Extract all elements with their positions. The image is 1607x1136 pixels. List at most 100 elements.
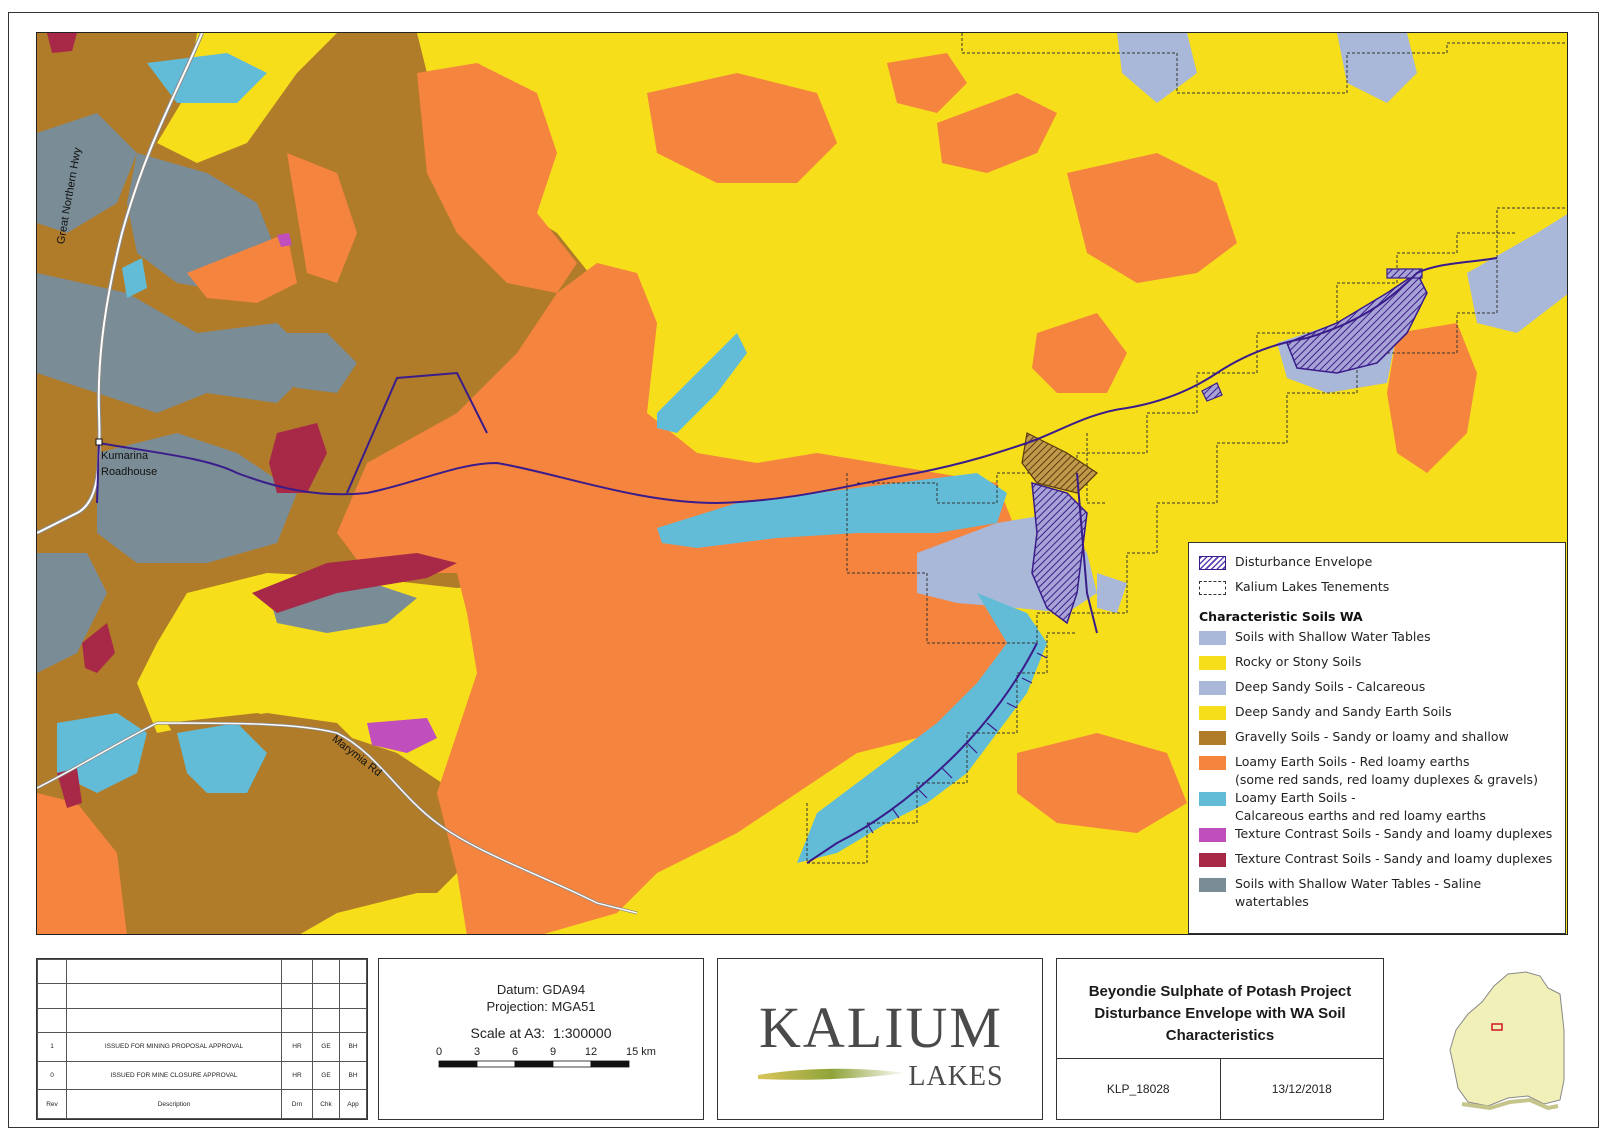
soil-loamy-red-ne3: [937, 93, 1057, 173]
soil-saline-5: [37, 553, 107, 673]
legend-swatch-soil: [1199, 792, 1226, 806]
soil-loamy-red-north: [417, 63, 577, 293]
soil-texture-pink-2: [277, 233, 292, 247]
town-label-line2: Roadhouse: [101, 466, 158, 478]
legend-label-line2: Calcareous earths and red loamy earths: [1235, 808, 1486, 823]
scale-bar-segment: [476, 1060, 516, 1068]
scale-tick-label: 12: [585, 1046, 597, 1058]
legend-swatch-soil: [1199, 731, 1226, 745]
legend-label-line1: Loamy Earth Soils -: [1235, 790, 1356, 805]
legend-row-soil: Deep Sandy and Sandy Earth Soils: [1199, 703, 1557, 728]
legend-label-line1: Texture Contrast Soils - Sandy and loamy…: [1235, 851, 1553, 866]
town-label: Kumarina Roadhouse: [101, 448, 157, 480]
legend-swatch-soil: [1199, 756, 1226, 770]
legend-label-soil: Deep Sandy Soils - Calcareous: [1235, 678, 1425, 696]
disturbance-envelope-main: [1286, 271, 1428, 374]
legend-row-soil: Texture Contrast Soils - Sandy and loamy…: [1199, 850, 1557, 875]
legend-label-line1: Loamy Earth Soils - Red loamy earths: [1235, 754, 1470, 769]
legend-swatch-soil: [1199, 878, 1226, 892]
revision-row-1: 1 ISSUED FOR MINING PROPOSAL APPROVAL HR…: [37, 1031, 367, 1062]
project-location-marker: [1491, 1023, 1503, 1031]
datum-text: Datum: GDA94: [496, 982, 586, 997]
soil-loamy-red-e2: [1387, 323, 1477, 473]
legend-label-disturbance: Disturbance Envelope: [1235, 554, 1373, 569]
title-block: Beyondie Sulphate of Potash Project Dist…: [1056, 958, 1384, 1120]
soil-loamy-red-sw: [37, 793, 127, 934]
legend-row-tenements: Kalium Lakes Tenements: [1199, 578, 1557, 603]
soil-texture-crimson-1: [269, 423, 327, 493]
legend-label-line1: Soils with Shallow Water Tables: [1235, 629, 1431, 644]
legend-label-soil: Soils with Shallow Water Tables: [1235, 628, 1431, 646]
soil-loamy-red-ne4: [1067, 153, 1237, 283]
drn-header: Drn: [281, 1089, 313, 1119]
soil-loamy-calc-n: [657, 333, 747, 433]
map-legend: Disturbance Envelope Kalium Lakes Teneme…: [1188, 542, 1566, 934]
revision-row-0: 0 ISSUED FOR MINE CLOSURE APPROVAL HR GE…: [37, 1060, 367, 1091]
rev-drn: HR: [281, 1031, 313, 1062]
title-line3: Characteristics: [1165, 1027, 1275, 1044]
legend-row-soil: Loamy Earth Soils - Calcareous earths and…: [1199, 789, 1557, 825]
logo-box: KALIUM LAKES: [717, 958, 1043, 1120]
legend-row-soil: Gravelly Soils - Sandy or loamy and shal…: [1199, 728, 1557, 753]
infrastructure-lines: [96, 257, 1498, 864]
legend-row-soil: Rocky or Stony Soils: [1199, 653, 1557, 678]
rev-app: BH: [339, 1060, 367, 1091]
soil-loamy-calc-strip: [657, 473, 1007, 548]
rev-chk: GE: [312, 1031, 340, 1062]
legend-swatch-soil: [1199, 631, 1226, 645]
legend-row-soil: Loamy Earth Soils - Red loamy earths (som…: [1199, 753, 1557, 789]
roads: [37, 33, 638, 915]
revision-header: Rev Description Drn Chk App: [37, 1089, 367, 1119]
legend-label-line1: Texture Contrast Soils - Sandy and loamy…: [1235, 826, 1553, 841]
scale-bar-segment: [590, 1060, 630, 1068]
soil-loamy-red-e3: [1017, 733, 1187, 833]
soil-loamy-calc-w3: [177, 723, 267, 793]
soil-saline-1: [37, 113, 137, 233]
scale-box: Datum: GDA94 Projection: MGA51 Scale at …: [378, 958, 704, 1120]
soil-calc-sand-e: [1467, 214, 1567, 333]
soil-loamy-red-e1: [1032, 313, 1127, 393]
description-header: Description: [66, 1089, 282, 1119]
legend-label-line2: (some red sands, red loamy duplexes & gr…: [1235, 772, 1538, 787]
soil-loamy-calc-river: [797, 593, 1047, 863]
legend-label-line1: Soils with Shallow Water Tables - Saline…: [1235, 876, 1482, 909]
title-line2: Disturbance Envelope with WA Soil: [1094, 1005, 1346, 1022]
soil-saline-6: [247, 333, 357, 393]
soil-loamy-red-ne2: [887, 53, 967, 113]
legend-label-soil: Texture Contrast Soils - Sandy and loamy…: [1235, 825, 1552, 843]
legend-label-soil: Gravelly Soils - Sandy or loamy and shal…: [1235, 728, 1509, 746]
inset-locator-map: [1449, 971, 1565, 1110]
soil-loamy-calc-w4: [122, 258, 147, 298]
document-number: KLP_18028: [1106, 1082, 1170, 1096]
scale-tick-label: 15 km: [626, 1046, 656, 1058]
legend-row-soil: Soils with Shallow Water Tables - Saline…: [1199, 875, 1557, 911]
rev-description: ISSUED FOR MINING PROPOSAL APPROVAL: [66, 1031, 282, 1062]
legend-swatch-soil: [1199, 656, 1226, 670]
revision-table: 1 ISSUED FOR MINING PROPOSAL APPROVAL HR…: [36, 958, 368, 1120]
legend-label-soil: Texture Contrast Soils - Sandy and loamy…: [1235, 850, 1552, 868]
scale-bar-segment: [552, 1060, 592, 1068]
map-frame: [8, 12, 1599, 1128]
soil-loamy-red-w: [187, 233, 297, 303]
disturbance-envelope-lake: [1031, 481, 1088, 625]
legend-row-soil: Soils with Shallow Water Tables: [1199, 628, 1557, 653]
soil-texture-crimson-5: [47, 33, 77, 53]
scale-bar-segment: [514, 1060, 554, 1068]
chk-header: Chk: [312, 1089, 340, 1119]
legend-label-line1: Deep Sandy and Sandy Earth Soils: [1235, 704, 1452, 719]
logo-kalium: KALIUM: [759, 995, 1003, 1060]
title-block-footer: KLP_18028 13/12/2018: [1057, 1058, 1383, 1119]
rev-description: ISSUED FOR MINE CLOSURE APPROVAL: [66, 1060, 282, 1091]
scale-bar-segment: [438, 1060, 478, 1068]
legend-swatch-soil: [1199, 681, 1226, 695]
app-header: App: [339, 1089, 367, 1119]
soil-loamy-red-w2: [287, 153, 357, 283]
scale-tick-label: 3: [474, 1046, 480, 1058]
legend-swatch-soil: [1199, 853, 1226, 867]
legend-label-line1: Rocky or Stony Soils: [1235, 654, 1362, 669]
legend-label-soil: Loamy Earth Soils - Red loamy earths (som…: [1235, 753, 1538, 789]
rev-drn: HR: [281, 1060, 313, 1091]
western-australia-shape: [1449, 971, 1565, 1107]
document-date: 13/12/2018: [1219, 1059, 1384, 1119]
